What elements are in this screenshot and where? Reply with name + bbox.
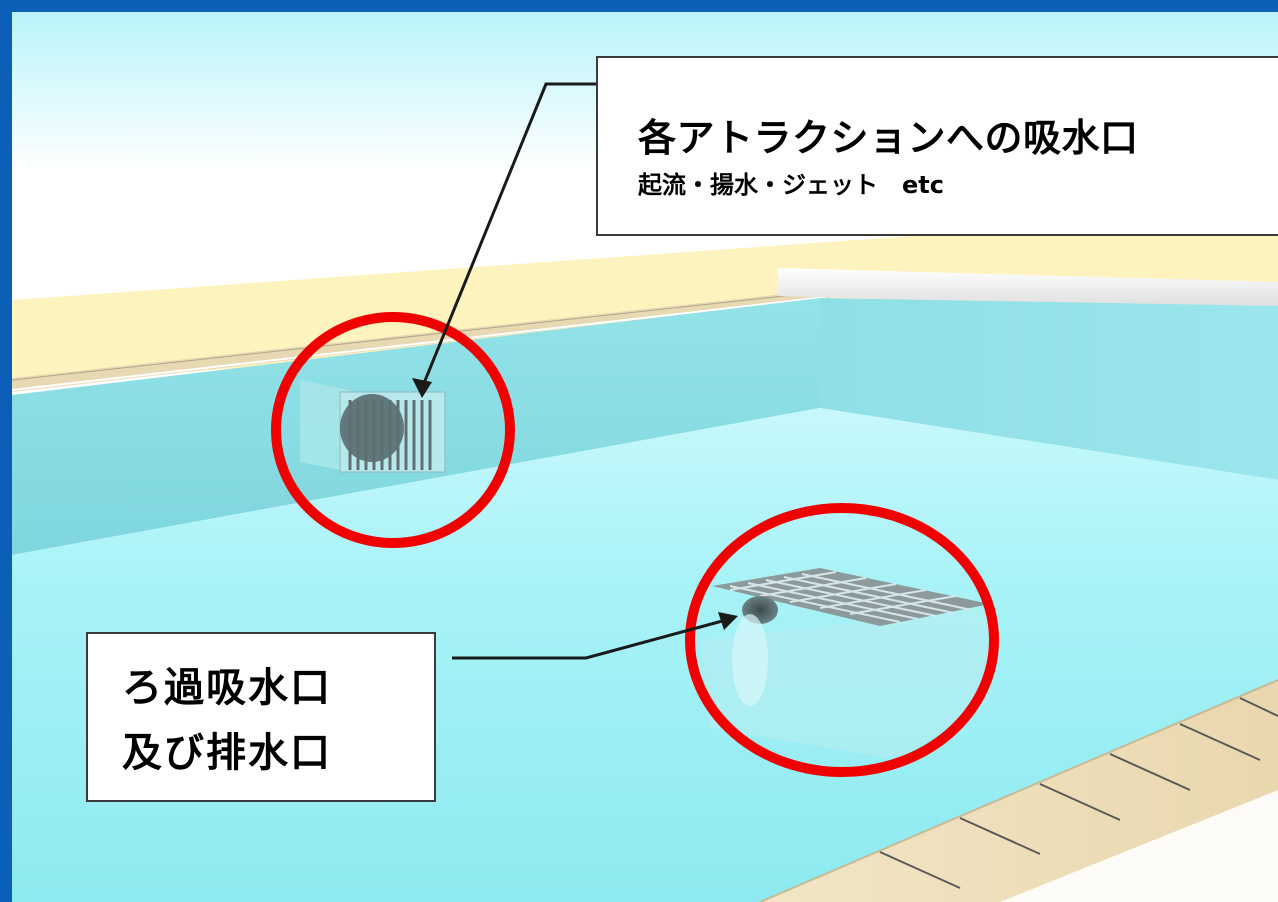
wall-intake-grille <box>300 380 446 473</box>
filter-callout: ろ過吸水口 及び排水口 <box>86 632 436 802</box>
intake-callout-subtitle: 起流・揚水・ジェット etc <box>638 171 944 199</box>
intake-arrow-head <box>412 378 432 398</box>
filter-callout-line2: 及び排水口 <box>122 730 332 776</box>
filter-callout-line1: ろ過吸水口 <box>122 665 332 711</box>
filter-leader-line <box>452 618 727 660</box>
intake-callout-title: 各アトラクションへの吸水口 <box>638 116 1139 160</box>
front-deck-tile-lines <box>879 697 1278 889</box>
floor-drain-grate <box>700 568 990 760</box>
right-pool-wall <box>820 298 1278 480</box>
intake-callout: 各アトラクションへの吸水口 起流・揚水・ジェット etc <box>596 56 1278 236</box>
intake-highlight-ring <box>271 312 515 548</box>
drain-highlight-ring <box>685 503 999 777</box>
filter-arrow-head <box>718 612 738 630</box>
intake-leader-line <box>420 82 596 389</box>
